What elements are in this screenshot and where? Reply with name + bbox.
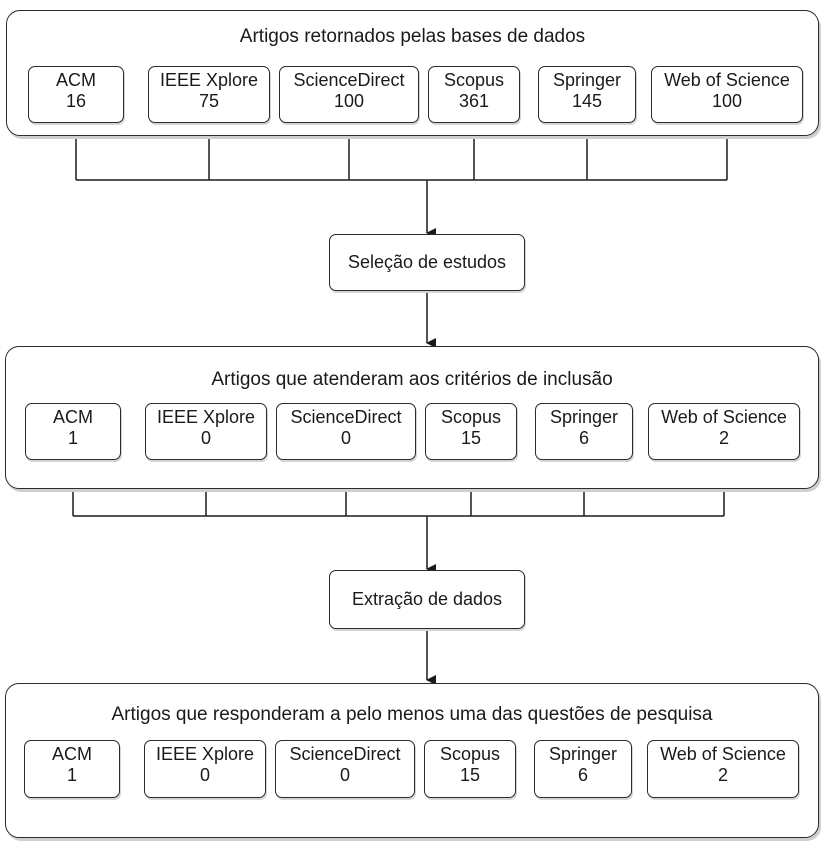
database-name: ACM bbox=[53, 407, 93, 427]
database-count: 145 bbox=[571, 91, 603, 111]
database-count: 2 bbox=[718, 428, 729, 448]
database-count: 2 bbox=[717, 765, 728, 785]
database-box-scopus: Scopus 361 bbox=[428, 66, 520, 123]
database-name: ScienceDirect bbox=[293, 70, 405, 90]
database-name: Springer bbox=[548, 744, 618, 764]
database-box-scopus: Scopus 15 bbox=[425, 403, 517, 460]
database-box-sciencedirect: ScienceDirect 100 bbox=[279, 66, 419, 123]
database-box-springer: Springer 6 bbox=[535, 403, 633, 460]
database-name: Springer bbox=[549, 407, 619, 427]
database-box-ieee-xplore: IEEE Xplore 0 bbox=[145, 403, 267, 460]
database-count: 100 bbox=[711, 91, 743, 111]
step-study-selection: Seleção de estudos bbox=[329, 234, 525, 291]
database-name: IEEE Xplore bbox=[159, 70, 259, 90]
database-count: 75 bbox=[198, 91, 220, 111]
database-count: 0 bbox=[199, 765, 210, 785]
database-count: 0 bbox=[340, 428, 351, 448]
database-count: 100 bbox=[333, 91, 365, 111]
database-name: ACM bbox=[52, 744, 92, 764]
database-box-springer: Springer 145 bbox=[538, 66, 636, 123]
database-box-web-of-science: Web of Science 2 bbox=[648, 403, 800, 460]
database-name: Scopus bbox=[439, 744, 501, 764]
database-count: 1 bbox=[66, 765, 77, 785]
database-name: Web of Science bbox=[664, 70, 790, 90]
database-name: ACM bbox=[56, 70, 96, 90]
database-box-springer: Springer 6 bbox=[534, 740, 632, 798]
database-count: 15 bbox=[459, 765, 481, 785]
database-name: Web of Science bbox=[660, 744, 786, 764]
database-box-acm: ACM 16 bbox=[28, 66, 124, 123]
database-box-ieee-xplore: IEEE Xplore 0 bbox=[144, 740, 266, 798]
database-box-web-of-science: Web of Science 100 bbox=[651, 66, 803, 123]
database-box-scopus: Scopus 15 bbox=[424, 740, 516, 798]
database-name: Scopus bbox=[443, 70, 505, 90]
database-box-web-of-science: Web of Science 2 bbox=[647, 740, 799, 798]
database-box-acm: ACM 1 bbox=[24, 740, 120, 798]
database-count: 1 bbox=[67, 428, 78, 448]
database-count: 6 bbox=[577, 765, 588, 785]
database-name: Springer bbox=[552, 70, 622, 90]
database-box-sciencedirect: ScienceDirect 0 bbox=[276, 403, 416, 460]
database-name: ScienceDirect bbox=[289, 744, 401, 764]
database-count: 16 bbox=[65, 91, 87, 111]
step-data-extraction: Extração de dados bbox=[329, 570, 525, 629]
group-title: Artigos que atenderam aos critérios de i… bbox=[211, 369, 613, 390]
database-box-sciencedirect: ScienceDirect 0 bbox=[275, 740, 415, 798]
database-count: 6 bbox=[578, 428, 589, 448]
database-count: 361 bbox=[458, 91, 490, 111]
database-box-acm: ACM 1 bbox=[25, 403, 121, 460]
database-count: 0 bbox=[339, 765, 350, 785]
group-title: Artigos retornados pelas bases de dados bbox=[239, 26, 586, 47]
database-name: IEEE Xplore bbox=[155, 744, 255, 764]
database-count: 15 bbox=[460, 428, 482, 448]
database-box-ieee-xplore: IEEE Xplore 75 bbox=[148, 66, 270, 123]
database-name: Scopus bbox=[440, 407, 502, 427]
database-name: IEEE Xplore bbox=[156, 407, 256, 427]
database-name: Web of Science bbox=[661, 407, 787, 427]
database-count: 0 bbox=[200, 428, 211, 448]
database-name: ScienceDirect bbox=[290, 407, 402, 427]
group-title: Artigos que responderam a pelo menos uma… bbox=[111, 704, 713, 725]
